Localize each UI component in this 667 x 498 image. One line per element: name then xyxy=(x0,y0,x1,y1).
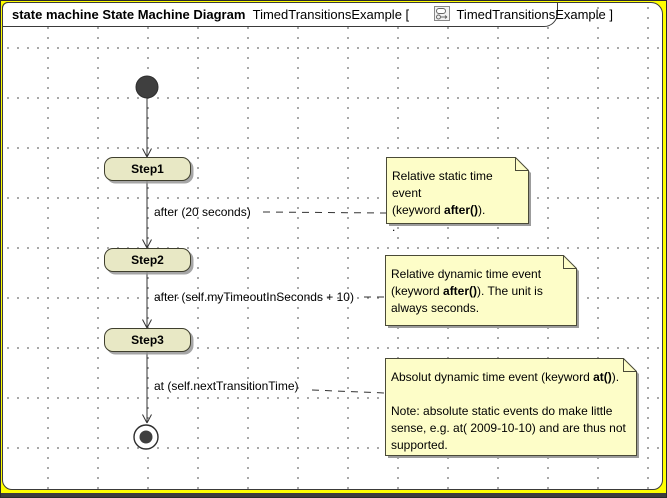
note-text-segment: ). The unit is xyxy=(477,284,543,298)
bottom-edge-bar xyxy=(1,493,666,497)
transition-step1-to-step2[interactable] xyxy=(142,181,152,249)
arrowhead xyxy=(142,319,152,329)
note-line: (keyword after()). xyxy=(392,202,525,219)
note-line: . xyxy=(392,220,396,234)
note-absolute-dynamic[interactable]: Absolut dynamic time event (keyword at()… xyxy=(385,358,641,459)
frame-diagram-type: State Machine Diagram xyxy=(102,7,246,22)
note-text-segment: Absolut dynamic time event (keyword xyxy=(391,370,594,384)
note-text: Absolut dynamic time event (keyword at()… xyxy=(391,369,633,454)
transition-step3-to-final[interactable] xyxy=(142,352,152,424)
note-shape xyxy=(385,358,639,458)
note-line: always seconds. xyxy=(391,301,480,315)
note-fold xyxy=(563,255,577,269)
transition-step2-to-step3[interactable] xyxy=(142,272,152,329)
arrowhead xyxy=(142,239,152,249)
note-blank-line xyxy=(391,386,633,403)
arrowhead xyxy=(142,414,152,424)
note-shape xyxy=(385,255,579,328)
note-fold xyxy=(515,157,529,171)
note-text-segment: ). xyxy=(611,370,620,384)
note-line: Relative dynamic time event xyxy=(391,267,542,281)
note-line: supported. xyxy=(391,438,448,452)
initial-state-node[interactable] xyxy=(135,75,159,99)
transition-label-after-dynamic[interactable]: after (self.myTimeoutInSeconds + 10) xyxy=(154,290,354,304)
frame-title-tab: state machine State Machine Diagram Time… xyxy=(2,2,613,27)
frame-name: TimedTransitionsExample xyxy=(252,7,402,22)
state-step3[interactable]: Step3 xyxy=(104,328,191,352)
note-shape xyxy=(386,157,531,226)
final-state-node[interactable] xyxy=(133,424,159,450)
note-text-segment: (keyword xyxy=(391,284,444,298)
bracket-open: [ xyxy=(405,7,410,22)
note-line: sense, e.g. at( 2009-10-10) and are thus… xyxy=(391,421,626,435)
note-line: (keyword after()). The unit is xyxy=(391,283,573,300)
note-keyword: after() xyxy=(444,203,479,217)
state-step1[interactable]: Step1 xyxy=(104,157,191,181)
note-relative-static[interactable]: Relative static time event (keyword afte… xyxy=(386,157,533,234)
state-step2[interactable]: Step2 xyxy=(104,248,191,272)
note-line: Relative static time event xyxy=(392,169,493,200)
transition-initial-to-step1[interactable] xyxy=(142,98,152,158)
state-label: Step2 xyxy=(131,253,164,267)
state-label: Step3 xyxy=(131,333,164,347)
note-line: Absolut dynamic time event (keyword at()… xyxy=(391,369,633,386)
frame-keyword: state machine xyxy=(12,7,99,22)
state-machine-diagram-icon xyxy=(412,1,450,39)
state-label: Step1 xyxy=(131,162,164,176)
note-text-segment: ). xyxy=(478,203,486,217)
note-relative-dynamic[interactable]: Relative dynamic time event (keyword aft… xyxy=(385,255,581,329)
bracket-close: ] xyxy=(609,7,614,22)
frame-diagram-name: TimedTransitionsExample xyxy=(456,7,606,22)
note-anchor-3 xyxy=(311,389,386,394)
note-keyword: at() xyxy=(593,370,612,384)
note-text: Relative dynamic time event (keyword aft… xyxy=(391,266,573,317)
note-fold xyxy=(623,358,637,372)
note-text: Relative static time event (keyword afte… xyxy=(392,168,525,236)
title-space xyxy=(245,7,252,22)
note-line: Note: absolute static events do make lit… xyxy=(391,404,613,418)
note-keyword: after() xyxy=(443,284,478,298)
transition-label-after-seconds[interactable]: after (20 seconds) xyxy=(154,205,251,219)
transition-label-at[interactable]: at (self.nextTransitionTime) xyxy=(154,379,299,393)
note-anchor-1 xyxy=(262,211,387,214)
state-machine-frame xyxy=(2,2,663,490)
arrowhead xyxy=(142,148,152,158)
note-text-segment: (keyword xyxy=(392,203,445,217)
